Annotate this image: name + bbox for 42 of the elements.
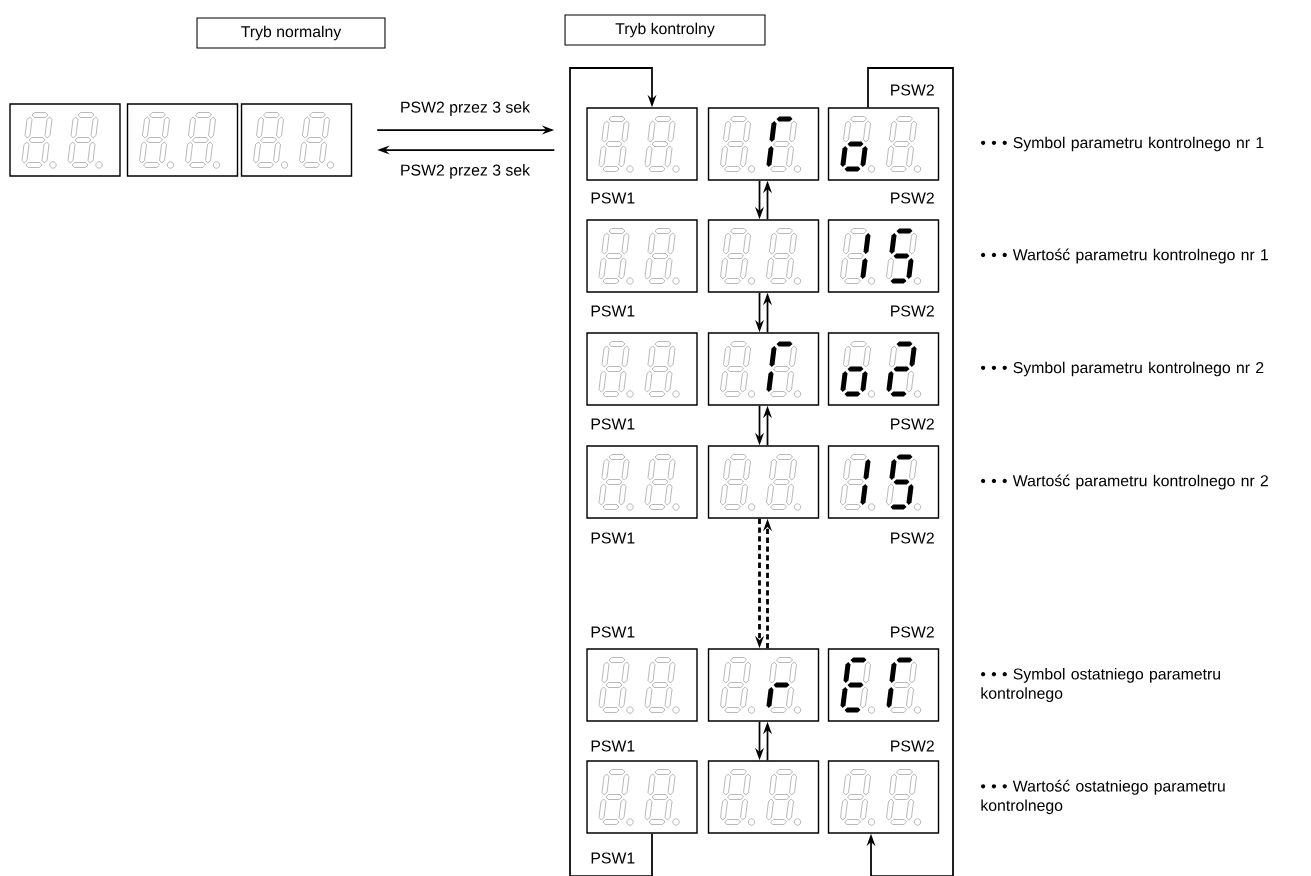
- seven-segment-display: [9, 103, 121, 177]
- description-text: • • • Wartość parametru kontrolnego nr 2: [981, 474, 1268, 490]
- seven-segment-display: [707, 332, 820, 406]
- description-text: • • • Wartość parametru kontrolnego nr 1: [981, 248, 1268, 264]
- description-text: • • • Symbol ostatniego parametru kontrolnego: [981, 667, 1220, 703]
- seven-segment-display: [126, 103, 239, 177]
- button-label: PSW2: [891, 418, 934, 430]
- button-label: PSW1: [591, 852, 635, 864]
- button-label: PSW1: [591, 740, 635, 752]
- seven-segment-display: [827, 107, 940, 181]
- button-label: PSW1: [591, 418, 635, 430]
- seven-segment-display: [586, 107, 698, 181]
- button-label: PSW2: [891, 740, 934, 752]
- seven-segment-display: [707, 107, 820, 181]
- description-text: • • • Symbol parametru kontrolnego nr 1: [981, 136, 1264, 152]
- mode-title-box: Tryb normalny: [196, 17, 386, 49]
- seven-segment-display: [827, 648, 940, 722]
- seven-segment-display: [586, 445, 698, 519]
- description-text: • • • Wartość ostatniego parametru kontrolnego: [981, 779, 1225, 815]
- seven-segment-display: [707, 445, 820, 519]
- seven-segment-display: [707, 219, 820, 293]
- seven-segment-display: [827, 760, 940, 834]
- seven-segment-display: [240, 103, 353, 177]
- button-label: PSW2: [891, 305, 934, 317]
- seven-segment-display: [586, 332, 698, 406]
- seven-segment-display: [586, 760, 698, 834]
- button-label: PSW2: [891, 192, 934, 204]
- seven-segment-display: [586, 648, 698, 722]
- seven-segment-display: [827, 219, 940, 293]
- seven-segment-display: [827, 332, 940, 406]
- edge-label: PSW2 przez 3 sek: [401, 101, 531, 116]
- description-text: • • • Symbol parametru kontrolnego nr 2: [981, 361, 1264, 377]
- mode-title-box: Tryb kontrolny: [564, 14, 766, 46]
- arrow: [569, 67, 657, 876]
- edge-label: PSW2 przez 3 sek: [401, 164, 531, 179]
- seven-segment-display: [586, 219, 698, 293]
- seven-segment-display: [827, 445, 940, 519]
- button-label: PSW1: [591, 192, 635, 204]
- arrow: [866, 67, 954, 876]
- seven-segment-display: [707, 648, 820, 722]
- seven-segment-display: [707, 760, 820, 834]
- button-label: PSW1: [591, 305, 635, 317]
